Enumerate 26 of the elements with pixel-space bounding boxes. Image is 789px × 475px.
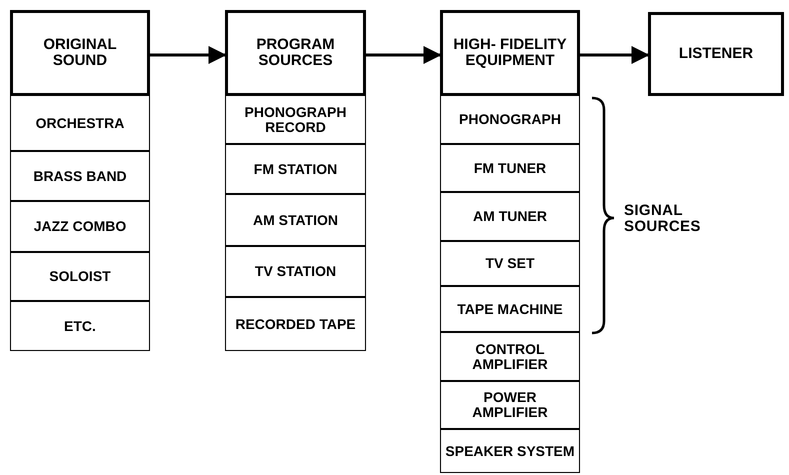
item-box: FM TUNER [440,144,580,192]
item-box: JAZZ COMBO [10,201,150,252]
stage-box: LISTENER [648,12,784,96]
item-box: SPEAKER SYSTEM [440,429,580,473]
arrow [580,46,650,64]
item-box: AM TUNER [440,192,580,241]
stage-box: HIGH- FIDELITY EQUIPMENT [440,10,580,96]
item-box: POWER AMPLIFIER [440,381,580,429]
item-box: SOLOIST [10,252,150,301]
item-box: PHONOGRAPH RECORD [225,95,366,144]
stage-box: ORIGINAL SOUND [10,10,150,96]
stage-box: PROGRAM SOURCES [225,10,366,96]
item-box: TV SET [440,241,580,286]
item-box: TAPE MACHINE [440,286,580,332]
item-box: ORCHESTRA [10,95,150,151]
item-box: ETC. [10,301,150,351]
item-box: FM STATION [225,144,366,194]
item-box: AM STATION [225,194,366,246]
item-box: BRASS BAND [10,151,150,201]
item-box: CONTROL AMPLIFIER [440,332,580,381]
item-box: PHONOGRAPH [440,95,580,144]
brace-label: SIGNAL SOURCES [624,203,702,234]
item-box: TV STATION [225,246,366,297]
arrow [150,46,226,64]
item-box: RECORDED TAPE [225,297,366,351]
arrow [366,46,442,64]
